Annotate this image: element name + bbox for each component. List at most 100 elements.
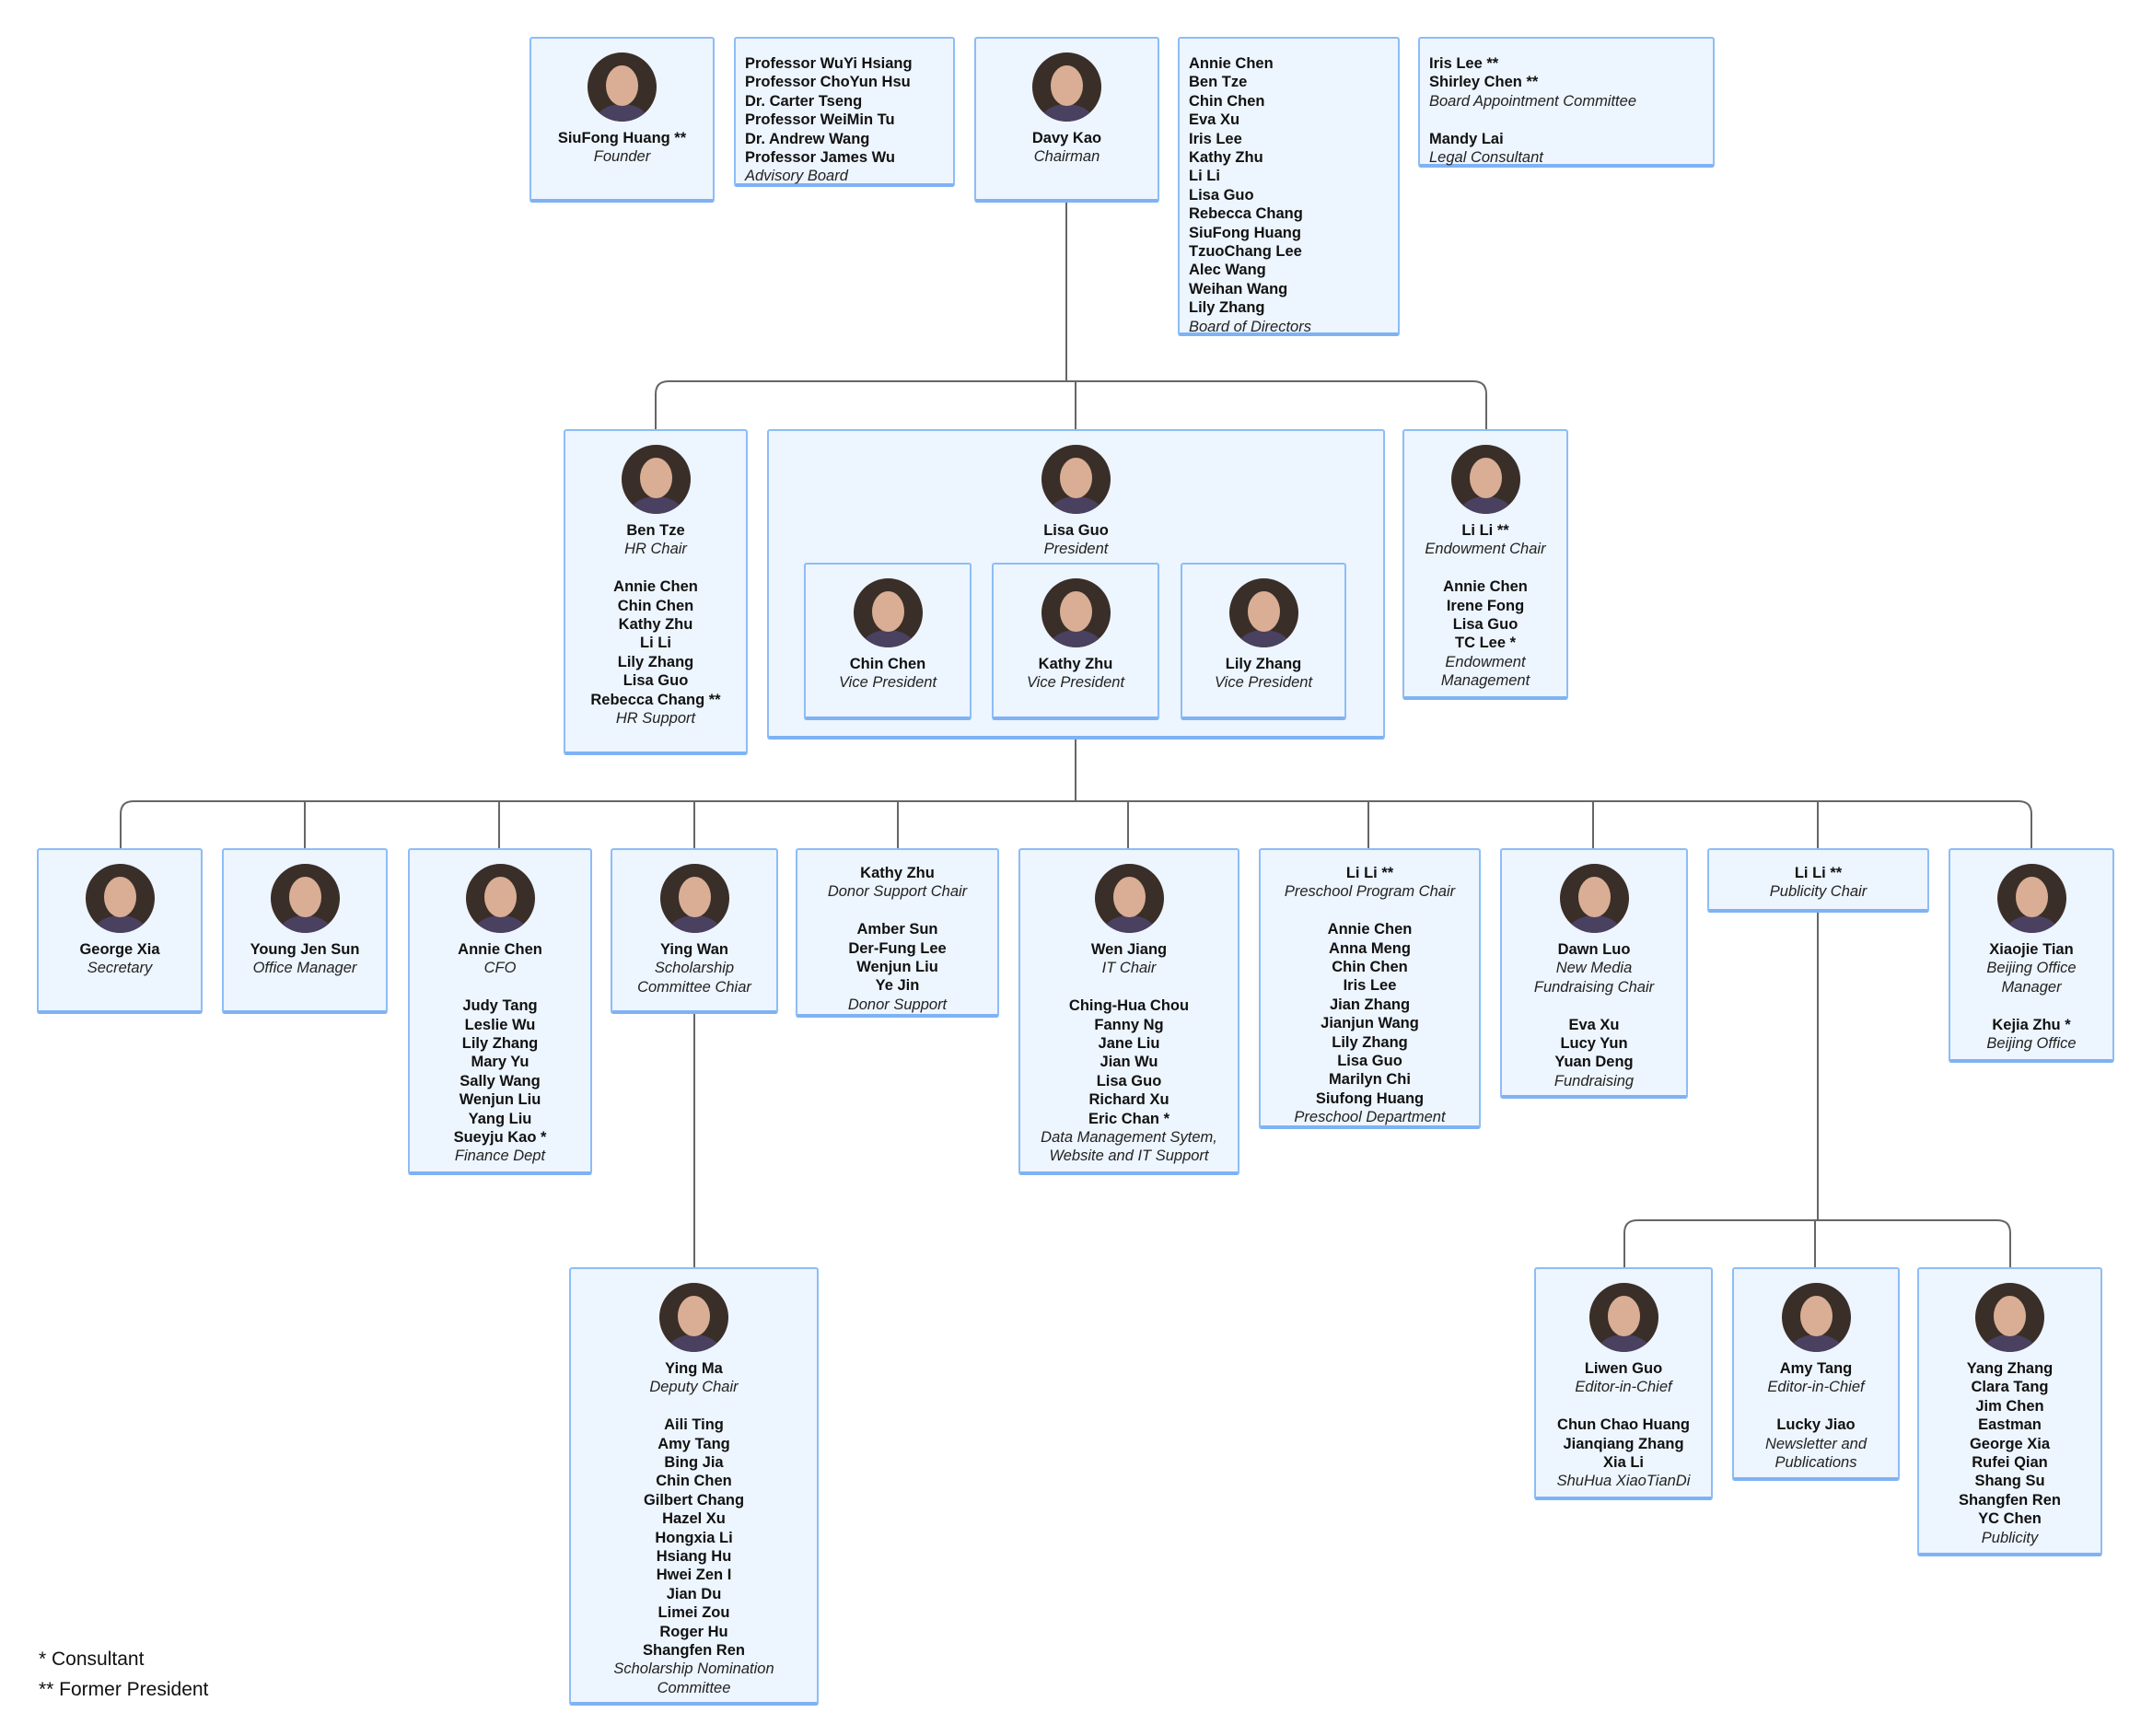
member-name: Weihan Wang — [1189, 280, 1288, 297]
role-label: Scholarship Nomination — [613, 1660, 774, 1678]
role-label: Manager — [2001, 978, 2062, 996]
role-label: Vice President — [1214, 674, 1313, 692]
avatar — [1041, 445, 1111, 514]
role-label: Founder — [593, 148, 651, 166]
role-label: HR Chair — [624, 541, 687, 558]
member-name: Alec Wang — [1189, 262, 1266, 279]
member-name: Lily Zhang — [1225, 656, 1302, 672]
legend-former-president: ** Former President — [39, 1679, 209, 1700]
member-name: Sueyju Kao * — [453, 1129, 547, 1147]
member-name: Rebecca Chang — [1189, 205, 1303, 223]
member-name: Hwei Zen I — [656, 1567, 732, 1584]
member-name: TzuoChang Lee — [1189, 243, 1302, 261]
connector-chairman — [655, 203, 1487, 429]
member-name: Professor ChoYun Hsu — [745, 74, 911, 91]
role-label: Publications — [1774, 1454, 1857, 1472]
member-name: Clara Tang — [1971, 1379, 2049, 1396]
role-label: Beijing Office — [1986, 1035, 2077, 1053]
avatar — [1588, 1283, 1658, 1352]
member-name: Wenjun Liu — [459, 1091, 541, 1109]
member-name: Roger Hu — [659, 1623, 728, 1640]
member-name: Iris Lee — [1189, 130, 1242, 147]
member-name: Liwen Guo — [1584, 1360, 1663, 1377]
member-name: SiuFong Huang ** — [557, 130, 687, 146]
member-name: Professor WuYi Hsiang — [745, 55, 913, 72]
role-label: Preschool Department — [1294, 1109, 1446, 1126]
member-name: Jim Chen — [1975, 1397, 2044, 1415]
member-name: Xiaojie Tian — [1989, 941, 2074, 958]
member-name: Lily Zhang — [1189, 299, 1265, 317]
avatar — [1559, 864, 1629, 933]
legend-consultant: * Consultant — [39, 1649, 145, 1670]
member-name: Kathy Zhu — [1038, 656, 1113, 672]
member-name: Eva Xu — [1189, 111, 1240, 129]
avatar — [853, 578, 923, 647]
member-name: TC Lee * — [1454, 635, 1517, 652]
avatar — [1975, 1283, 2044, 1352]
role-label: Donor Support — [847, 996, 948, 1013]
avatar — [1041, 578, 1111, 647]
member-name: Aili Ting — [664, 1416, 724, 1434]
avatar — [1094, 864, 1164, 933]
member-name: Yang Zhang — [1966, 1360, 2054, 1377]
role-label: Fundraising — [1553, 1072, 1635, 1089]
member-name: Professor WeiMin Tu — [745, 111, 895, 129]
member-name: Davy Kao — [1031, 130, 1102, 146]
member-name: Lucky Jiao — [1776, 1416, 1856, 1434]
member-name: Annie Chen — [1327, 921, 1413, 938]
role-label: Editor-in-Chief — [1575, 1379, 1672, 1396]
member-name: Jianjun Wang — [1321, 1015, 1419, 1032]
avatar — [1228, 578, 1298, 647]
member-name: Lily Zhang — [461, 1035, 539, 1053]
connector-president — [120, 740, 2032, 848]
member-name: Wenjun Liu — [856, 959, 938, 976]
member-name: Amy Tang — [657, 1435, 730, 1452]
member-name: Shangfen Ren — [643, 1642, 745, 1660]
avatar — [85, 864, 155, 933]
member-name: Bing Jia — [664, 1454, 724, 1472]
member-name: Ying Wan — [660, 941, 728, 958]
role-label: Legal Consultant — [1429, 149, 1543, 167]
role-label: Website and IT Support — [1049, 1148, 1209, 1165]
role-label: Finance Dept — [454, 1148, 546, 1165]
role-label: Chairman — [1033, 148, 1100, 166]
member-name: Annie Chen — [458, 941, 542, 958]
member-name: Jian Zhang — [1329, 996, 1411, 1013]
member-name: George Xia — [1969, 1435, 2051, 1452]
role-label: Vice President — [838, 674, 937, 692]
member-name: Professor James Wu — [745, 149, 895, 167]
publicity-chair-card: Li Li **Publicity Chair — [1707, 848, 1929, 913]
member-name: Hsiang Hu — [656, 1548, 732, 1566]
role-label: Endowment Chair — [1425, 541, 1546, 558]
member-name: Leslie Wu — [464, 1016, 536, 1033]
member-name: Iris Lee ** — [1429, 55, 1499, 72]
member-name: Jianqiang Zhang — [1563, 1435, 1684, 1452]
member-name: Lisa Guo — [1452, 616, 1518, 634]
member-name: Chin Chen — [617, 597, 694, 614]
role-label: Beijing Office — [1986, 960, 2077, 977]
member-name: Lisa Guo — [623, 672, 689, 690]
member-name: Richard Xu — [1088, 1091, 1169, 1109]
avatar — [1996, 864, 2066, 933]
member-name: Young Jen Sun — [250, 941, 360, 958]
member-name: Li Li ** — [1794, 865, 1843, 881]
member-name: Lisa Guo — [1189, 186, 1254, 204]
member-name: Li Li — [1189, 168, 1220, 185]
member-name: Marilyn Chi — [1329, 1071, 1411, 1089]
member-name: Limei Zou — [657, 1604, 730, 1622]
member-name: Dr. Carter Tseng — [745, 92, 863, 110]
member-name: SiuFong Huang — [1189, 224, 1301, 241]
member-name: Yang Liu — [468, 1110, 532, 1127]
